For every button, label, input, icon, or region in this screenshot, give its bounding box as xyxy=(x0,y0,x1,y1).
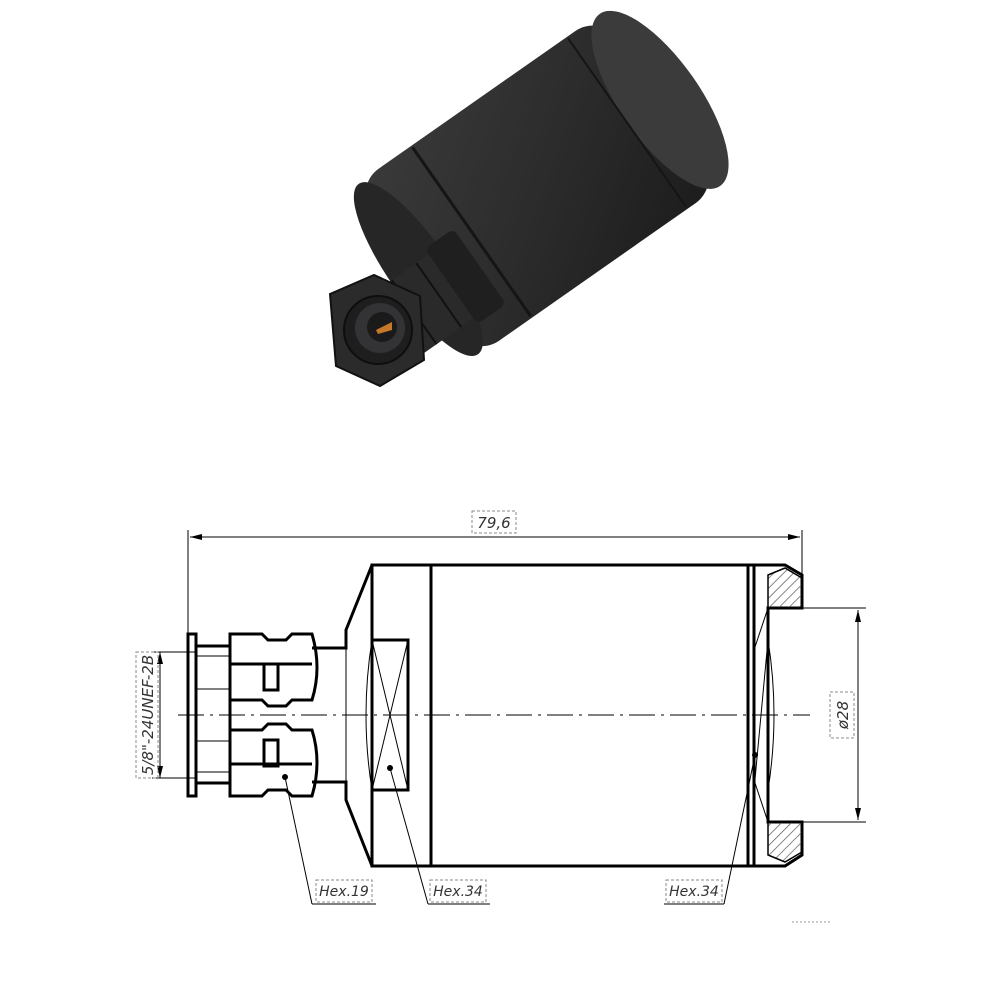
callout-hex34-body-text: Hex.34 xyxy=(433,884,483,900)
center-pin xyxy=(376,322,392,334)
callout-hex34-nut: Hex.34 xyxy=(664,752,758,905)
connector-3d-render xyxy=(328,10,729,388)
hex19-nut xyxy=(228,632,319,798)
technical-drawing: 79,6 xyxy=(135,510,866,923)
front-flange xyxy=(186,632,232,798)
overall-length-text: 79,6 xyxy=(477,514,510,532)
rear-nut-section-top xyxy=(767,567,803,609)
diameter-text: ø28 xyxy=(834,701,852,730)
diameter-dimension: ø28 xyxy=(802,607,866,823)
rear-nut-section-bottom xyxy=(767,821,803,863)
thread-dimension: 5/8"-24UNEF-2B xyxy=(135,651,196,779)
callout-hex34-nut-text: Hex.34 xyxy=(669,884,719,900)
rear-nut xyxy=(746,563,804,868)
callout-hex19-text: Hex.19 xyxy=(319,884,369,900)
callout-hex19: Hex.19 xyxy=(282,774,376,905)
overall-length-dimension: 79,6 xyxy=(187,510,803,635)
thread-text: 5/8"-24UNEF-2B xyxy=(139,655,157,775)
callout-hex34-body: Hex.34 xyxy=(387,765,490,905)
